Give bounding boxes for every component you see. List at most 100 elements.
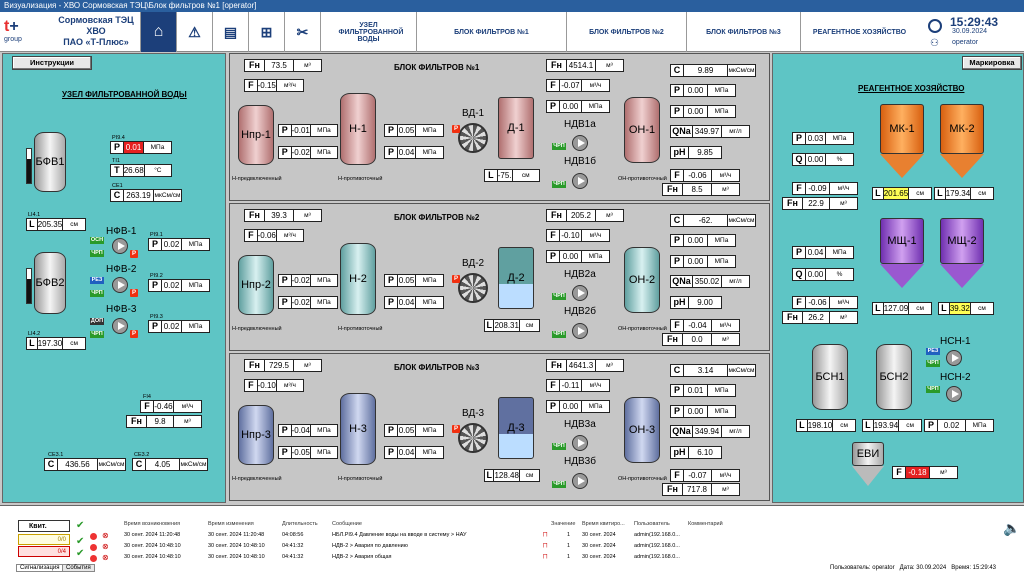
tank-f2-npr[interactable]: Нпр-2 <box>238 255 274 315</box>
cone-mk2 <box>940 154 984 178</box>
tank-msh1[interactable]: МЩ-1 <box>880 218 924 264</box>
level-bar-bfv1 <box>26 148 32 184</box>
alarm-col-header[interactable]: Длительность <box>282 521 318 527</box>
pump-nfv1[interactable] <box>112 238 128 254</box>
tank-evi[interactable]: ЕВИ <box>852 442 884 466</box>
level-bar-bfv2 <box>26 268 32 304</box>
marking-button[interactable]: Маркировка <box>962 56 1022 70</box>
p-badge-f2-vd: P <box>452 275 460 283</box>
pump-f3-ndvb[interactable] <box>572 473 588 489</box>
pump-nsn1[interactable] <box>946 350 962 366</box>
tab-events[interactable]: События <box>62 564 95 572</box>
label-f1-npred: Н-предвключенный <box>232 176 282 182</box>
nav-filter-block-2[interactable]: БЛОК ФИЛЬТРОВ №2 <box>566 12 686 52</box>
alarm-col-header[interactable]: Время квитиро... <box>582 521 625 527</box>
tank-f1-d[interactable]: Д-1 <box>498 97 534 159</box>
tag-li41: LI4.1 <box>28 212 41 218</box>
nav-filter-block-3[interactable]: БЛОК ФИЛЬТРОВ №3 <box>686 12 800 52</box>
pump-f2-ndvb[interactable] <box>572 323 588 339</box>
fan-f3[interactable] <box>458 423 488 453</box>
pump-nfv3[interactable] <box>112 318 128 334</box>
tank-f3-on[interactable]: ОН-3 <box>624 397 660 463</box>
sound-icon[interactable]: 🔈 <box>1003 520 1021 536</box>
tank-f2-n[interactable]: Н-2 <box>340 243 376 315</box>
tank-f2-on[interactable]: ОН-2 <box>624 247 660 313</box>
tank-mk2[interactable]: МК-2 <box>940 104 984 154</box>
cone-msh1 <box>880 264 924 288</box>
alarm-col-header[interactable]: Комментарий <box>688 521 723 527</box>
alarm-col-header[interactable]: Время возникновения <box>124 521 181 527</box>
alarm-col-header[interactable]: Пользователь <box>634 521 670 527</box>
alarm-duration: 04:08:56 <box>282 532 304 538</box>
tank-bfv1[interactable]: БФВ1 <box>34 132 66 192</box>
nav-filtered-water[interactable]: УЗЕЛ ФИЛЬТРОВАННОЙ ВОДЫ <box>320 12 416 52</box>
label-f2-ndva: НДВ2а <box>564 269 596 280</box>
book-nav-button[interactable]: ▤ <box>212 12 248 52</box>
mode-f2-chrp-b: ЧРП <box>552 331 566 338</box>
pump-f3-ndva[interactable] <box>572 435 588 451</box>
fan-f2[interactable] <box>458 273 488 303</box>
tag-pi92: PI9.2 <box>150 273 163 279</box>
tank-f3-n[interactable]: Н-3 <box>340 393 376 465</box>
ack-counter-1[interactable]: 0/0 <box>18 534 70 545</box>
status-red-icon <box>90 544 97 551</box>
tank-f2-d[interactable]: Д-2 <box>498 247 534 309</box>
tools-icon: ✂ <box>296 23 309 40</box>
table-row[interactable]: ⊗ 30 сент. 2024 10:48:10 30 сент. 2024 1… <box>90 542 990 553</box>
alarm-nav-button[interactable]: ⚠ <box>176 12 212 52</box>
pump-f1-ndva[interactable] <box>572 135 588 151</box>
network-icon: ⊞ <box>260 23 273 40</box>
alarm-col-header[interactable]: Значение <box>551 521 576 527</box>
table-row[interactable]: ⊗ 30 сент. 2024 11:20:48 30 сент. 2024 1… <box>90 531 990 542</box>
pump-f1-ndvb[interactable] <box>572 173 588 189</box>
pump-nsn2[interactable] <box>946 386 962 402</box>
tank-bfv2[interactable]: БФВ2 <box>34 252 66 314</box>
fan-f1[interactable] <box>458 123 488 153</box>
tank-msh2[interactable]: МЩ-2 <box>940 218 984 264</box>
ack-counter-2[interactable]: 0/4 <box>18 546 70 557</box>
home-button[interactable]: ⌂ <box>140 12 176 52</box>
tools-nav-button[interactable]: ✂ <box>284 12 320 52</box>
tank-f1-on[interactable]: ОН-1 <box>624 97 660 163</box>
mode-f1-chrp-b: ЧРП <box>552 181 566 188</box>
check-icon-2[interactable]: ✔ <box>76 536 85 547</box>
instructions-button[interactable]: Инструкции <box>12 56 92 70</box>
table-row[interactable]: ⊗ 30 сент. 2024 10:48:10 30 сент. 2024 1… <box>90 553 990 564</box>
tab-alarms[interactable]: Сигнализация <box>16 564 64 572</box>
check-icon-3[interactable]: ✔ <box>76 548 85 559</box>
nav-reagent[interactable]: РЕАГЕНТНОЕ ХОЗЯЙСТВО <box>800 12 918 52</box>
tank-f1-n[interactable]: Н-1 <box>340 93 376 165</box>
tank-mk1[interactable]: МК-1 <box>880 104 924 154</box>
nav-filter-block-1[interactable]: БЛОК ФИЛЬТРОВ №1 <box>416 12 566 52</box>
label-f3-onprot: ОН-противоточный <box>618 476 667 482</box>
value-f1-l: L-75.см <box>484 169 540 182</box>
alarm-col-header[interactable]: Сообщение <box>332 521 362 527</box>
alarm-user: admin(192.168.0... <box>634 532 680 538</box>
tank-f3-npr[interactable]: Нпр-3 <box>238 405 274 465</box>
tank-bsn2[interactable]: БСН2 <box>876 344 912 410</box>
alarm-col-header[interactable]: Время изменения <box>208 521 254 527</box>
pump-f2-ndva[interactable] <box>572 285 588 301</box>
tank-f3-d[interactable]: Д-3 <box>498 397 534 459</box>
alarm-signal-icon: ⨅ <box>543 554 548 560</box>
tank-f1-npr[interactable]: Нпр-1 <box>238 105 274 165</box>
tank-bsn1[interactable]: БСН1 <box>812 344 848 410</box>
network-nav-button[interactable]: ⊞ <box>248 12 284 52</box>
pump-nfv2[interactable] <box>112 277 128 293</box>
check-icon[interactable]: ✔ <box>76 520 85 531</box>
